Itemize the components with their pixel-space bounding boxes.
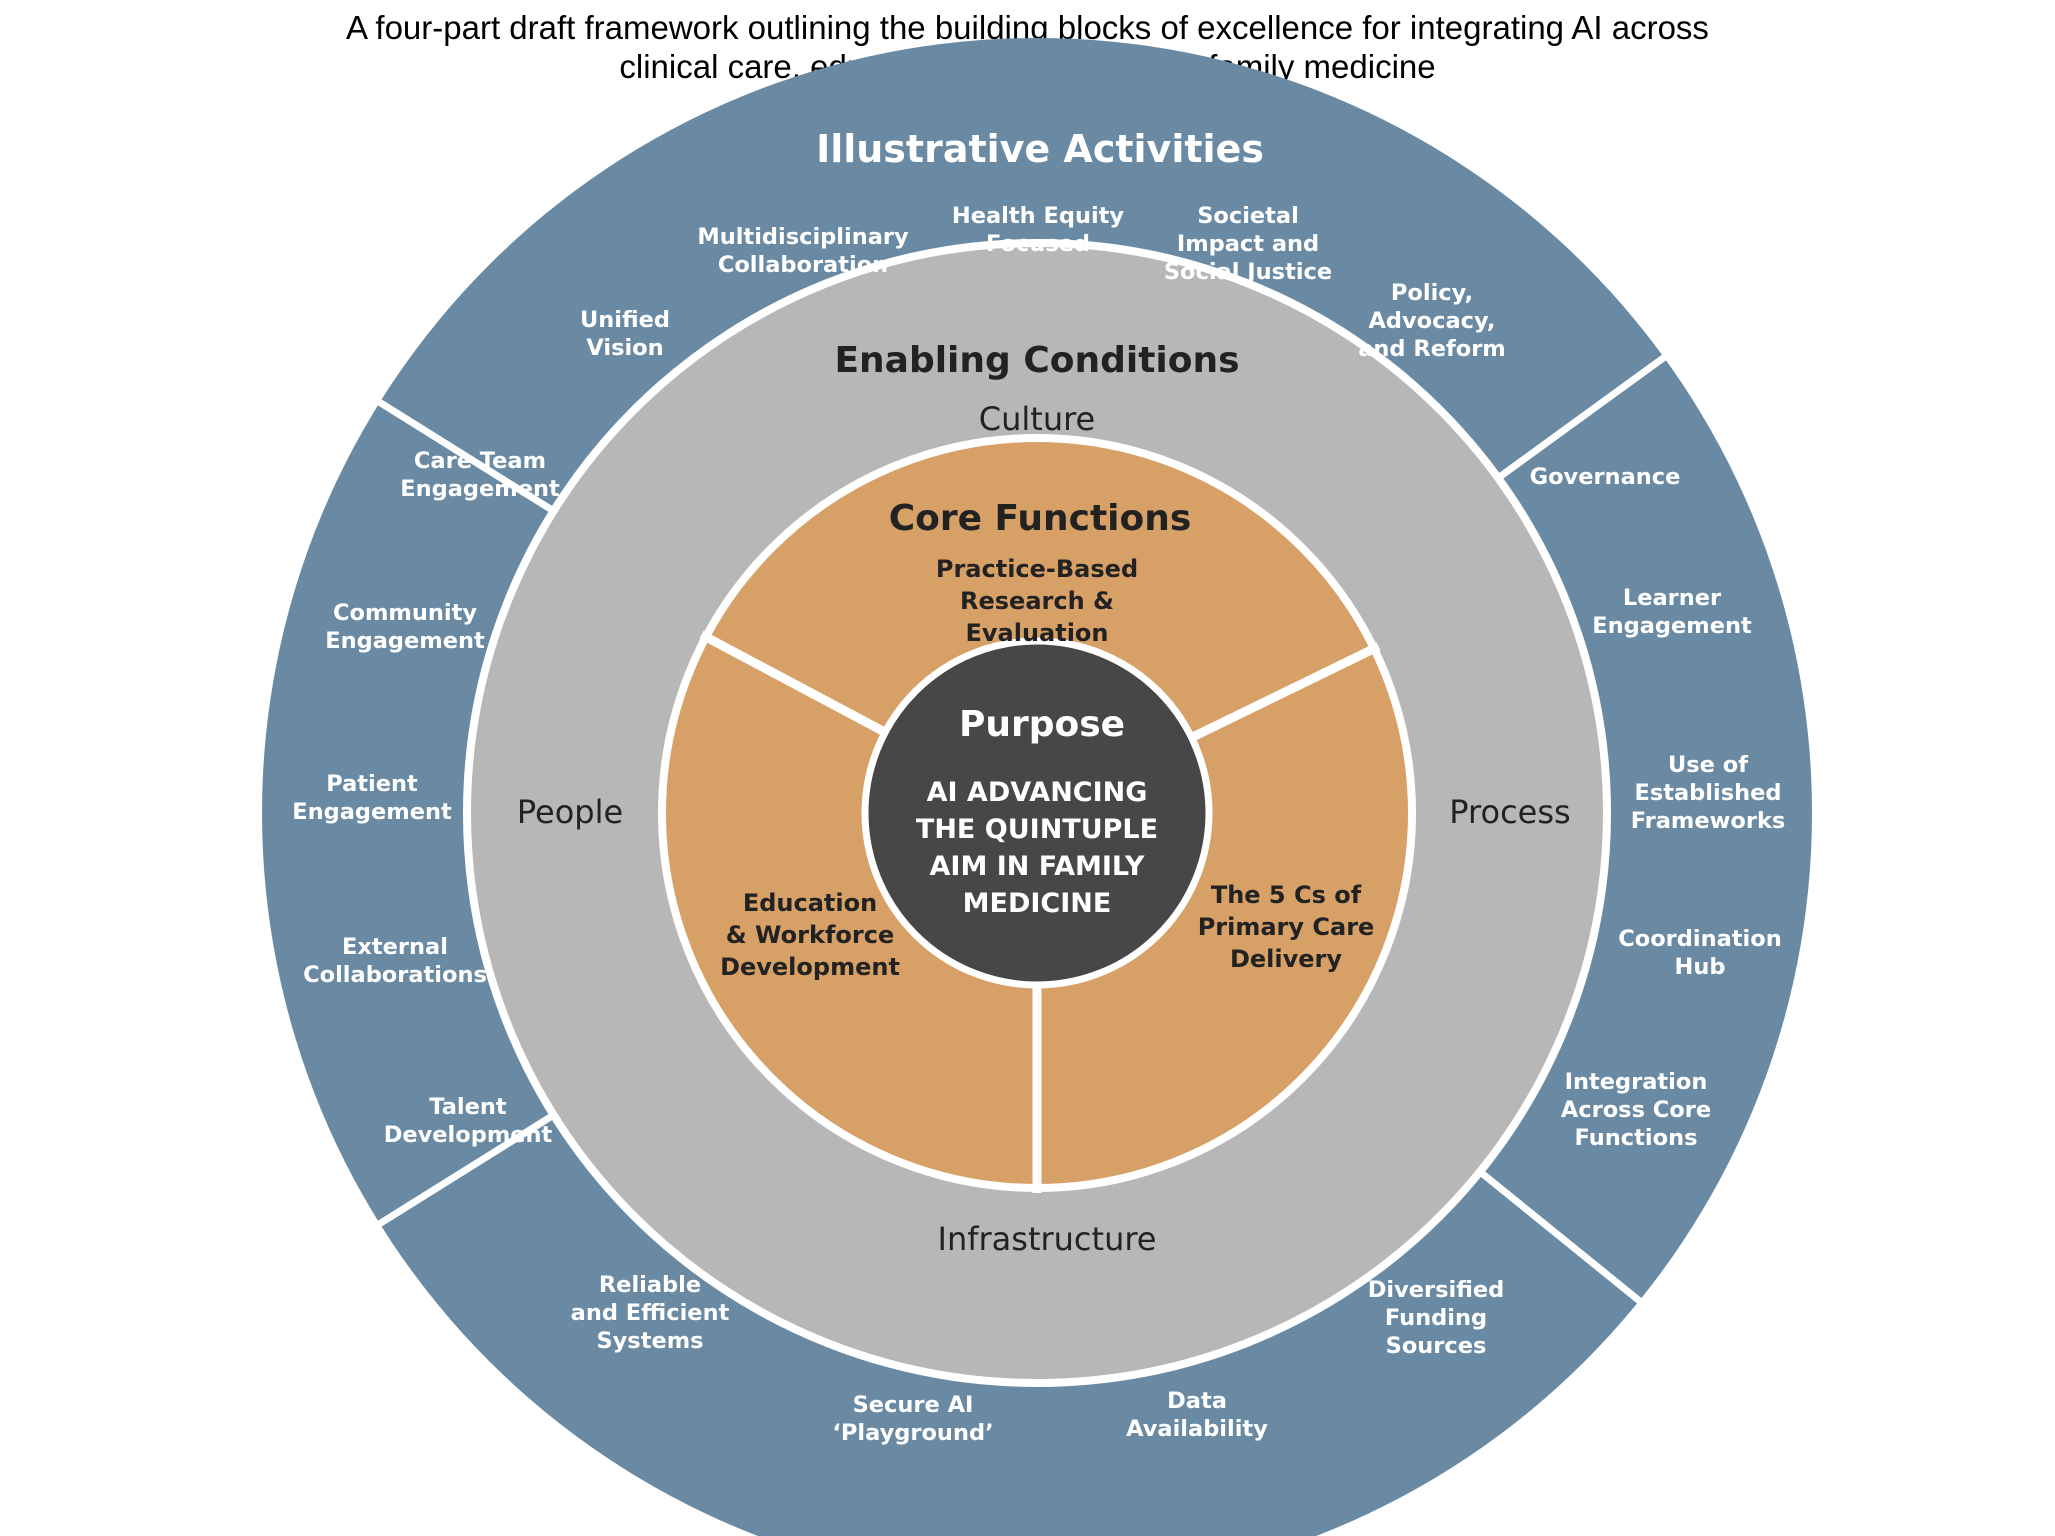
core-function-delivery-line: Delivery (1230, 945, 1342, 973)
activity-policy-advocacy-reform: Policy,Advocacy,and Reform (1358, 280, 1506, 362)
core-function-delivery-line: The 5 Cs of (1211, 881, 1362, 909)
enabling-culture-label: Culture (979, 400, 1095, 438)
enabling-conditions-title: Enabling Conditions (834, 340, 1239, 381)
activity-unified-vision-line: Unified (580, 307, 670, 333)
activity-multidisciplinary-collaboration-line: Multidisciplinary (697, 224, 909, 250)
core-ring-separator-1 (699, 630, 891, 739)
activity-external-collaborations-line: External (342, 934, 448, 960)
purpose-circle (861, 637, 1213, 989)
activity-external-collaborations-line: Collaborations (303, 962, 487, 988)
purpose-title: Purpose (959, 704, 1125, 745)
core-function-education-line: Development (720, 953, 900, 981)
outer-ring-separator-2 (365, 391, 564, 520)
core-ring-separator-2 (1186, 642, 1381, 744)
activity-community-engagement-line: Community (333, 600, 477, 626)
activity-learner-engagement-line: Engagement (1592, 613, 1752, 639)
enabling-people-label: People (517, 793, 623, 831)
purpose-statement-line: THE QUINTUPLE (916, 814, 1158, 845)
purpose-statement-line: AI ADVANCING (927, 777, 1148, 808)
activity-governance: Governance (1530, 464, 1681, 490)
enabling-process-label: Process (1449, 793, 1570, 831)
activity-coordination-hub-line: Coordination (1618, 926, 1782, 952)
core-function-research-line: Practice-Based (936, 555, 1138, 583)
purpose-statement-line: MEDICINE (963, 888, 1112, 919)
activity-policy-advocacy-reform-line: and Reform (1358, 336, 1506, 362)
outer-ring-separator-4 (1469, 1162, 1654, 1313)
activity-policy-advocacy-reform-line: Policy, (1391, 280, 1473, 306)
core-function-education-line: & Workforce (726, 921, 894, 949)
activity-integration-across-core-functions-line: Functions (1575, 1125, 1698, 1151)
outer-ring-separator-3 (1487, 345, 1679, 487)
enabling-infrastructure-label: Infrastructure (938, 1220, 1157, 1258)
activity-societal-impact-line: Impact and (1177, 231, 1319, 257)
core-function-delivery-line: Primary Care (1198, 913, 1375, 941)
activity-secure-ai-playground-line: ‘Playground’ (832, 1420, 993, 1446)
activity-coordination-hub-line: Hub (1675, 954, 1726, 980)
outer-ring-separator-1 (365, 1106, 564, 1235)
illustrative-activities-title: Illustrative Activities (816, 127, 1264, 171)
activity-health-equity-focused-line: Focused (986, 231, 1090, 257)
core-functions-title: Core Functions (889, 498, 1192, 539)
activity-diversified-funding-sources-line: Funding (1385, 1305, 1487, 1331)
activity-data-availability-line: Availability (1126, 1416, 1268, 1442)
core-functions-separators (699, 630, 1381, 1193)
activity-policy-advocacy-reform-line: Advocacy, (1369, 308, 1496, 334)
activity-diversified-funding-sources-line: Sources (1386, 1333, 1487, 1359)
core-function-research-line: Evaluation (965, 619, 1108, 647)
activity-reliable-efficient-systems-line: Systems (596, 1328, 703, 1354)
activity-health-equity-focused-line: Health Equity (952, 203, 1125, 229)
activity-use-of-established-frameworks-line: Established (1634, 780, 1781, 806)
activity-societal-impact-line: Social Justice (1164, 259, 1332, 285)
activity-care-team-engagement-line: Engagement (400, 476, 560, 502)
activity-diversified-funding-sources-line: Diversified (1368, 1277, 1505, 1303)
activity-patient-engagement-line: Engagement (292, 799, 452, 825)
purpose-statement: AI ADVANCING THE QUINTUPLE AIM IN FAMILY ME… (916, 777, 1158, 919)
activity-data-availability-line: Data (1167, 1388, 1227, 1414)
purpose-statement-line: AIM IN FAMILY (930, 851, 1145, 882)
activity-use-of-established-frameworks-line: Frameworks (1631, 808, 1786, 834)
core-function-research-line: Research & (960, 587, 1114, 615)
activity-societal-impact-line: Societal (1197, 203, 1299, 229)
illustrative-activities-separators (365, 345, 1679, 1313)
core-function-education-line: Education (743, 889, 877, 917)
activity-reliable-efficient-systems-line: Reliable (599, 1272, 701, 1298)
activity-learner-engagement-line: Learner (1623, 585, 1722, 611)
activity-talent-development-line: Talent (429, 1094, 507, 1120)
activity-governance-line: Governance (1530, 464, 1681, 490)
activity-patient-engagement-line: Patient (326, 771, 418, 797)
activity-community-engagement-line: Engagement (325, 628, 485, 654)
activity-multidisciplinary-collaboration-line: Collaboration (718, 252, 888, 278)
activity-use-of-established-frameworks-line: Use of (1668, 752, 1748, 778)
activity-talent-development-line: Development (384, 1122, 553, 1148)
activity-integration-across-core-functions-line: Integration (1565, 1069, 1708, 1095)
activity-secure-ai-playground-line: Secure AI (853, 1392, 974, 1418)
activity-secure-ai-playground: Secure AI‘Playground’ (832, 1392, 993, 1446)
activity-care-team-engagement-line: Care Team (414, 448, 546, 474)
activity-reliable-efficient-systems-line: and Efficient (571, 1300, 730, 1326)
activity-unified-vision-line: Vision (586, 335, 663, 361)
activity-integration-across-core-functions-line: Across Core (1561, 1097, 1711, 1123)
